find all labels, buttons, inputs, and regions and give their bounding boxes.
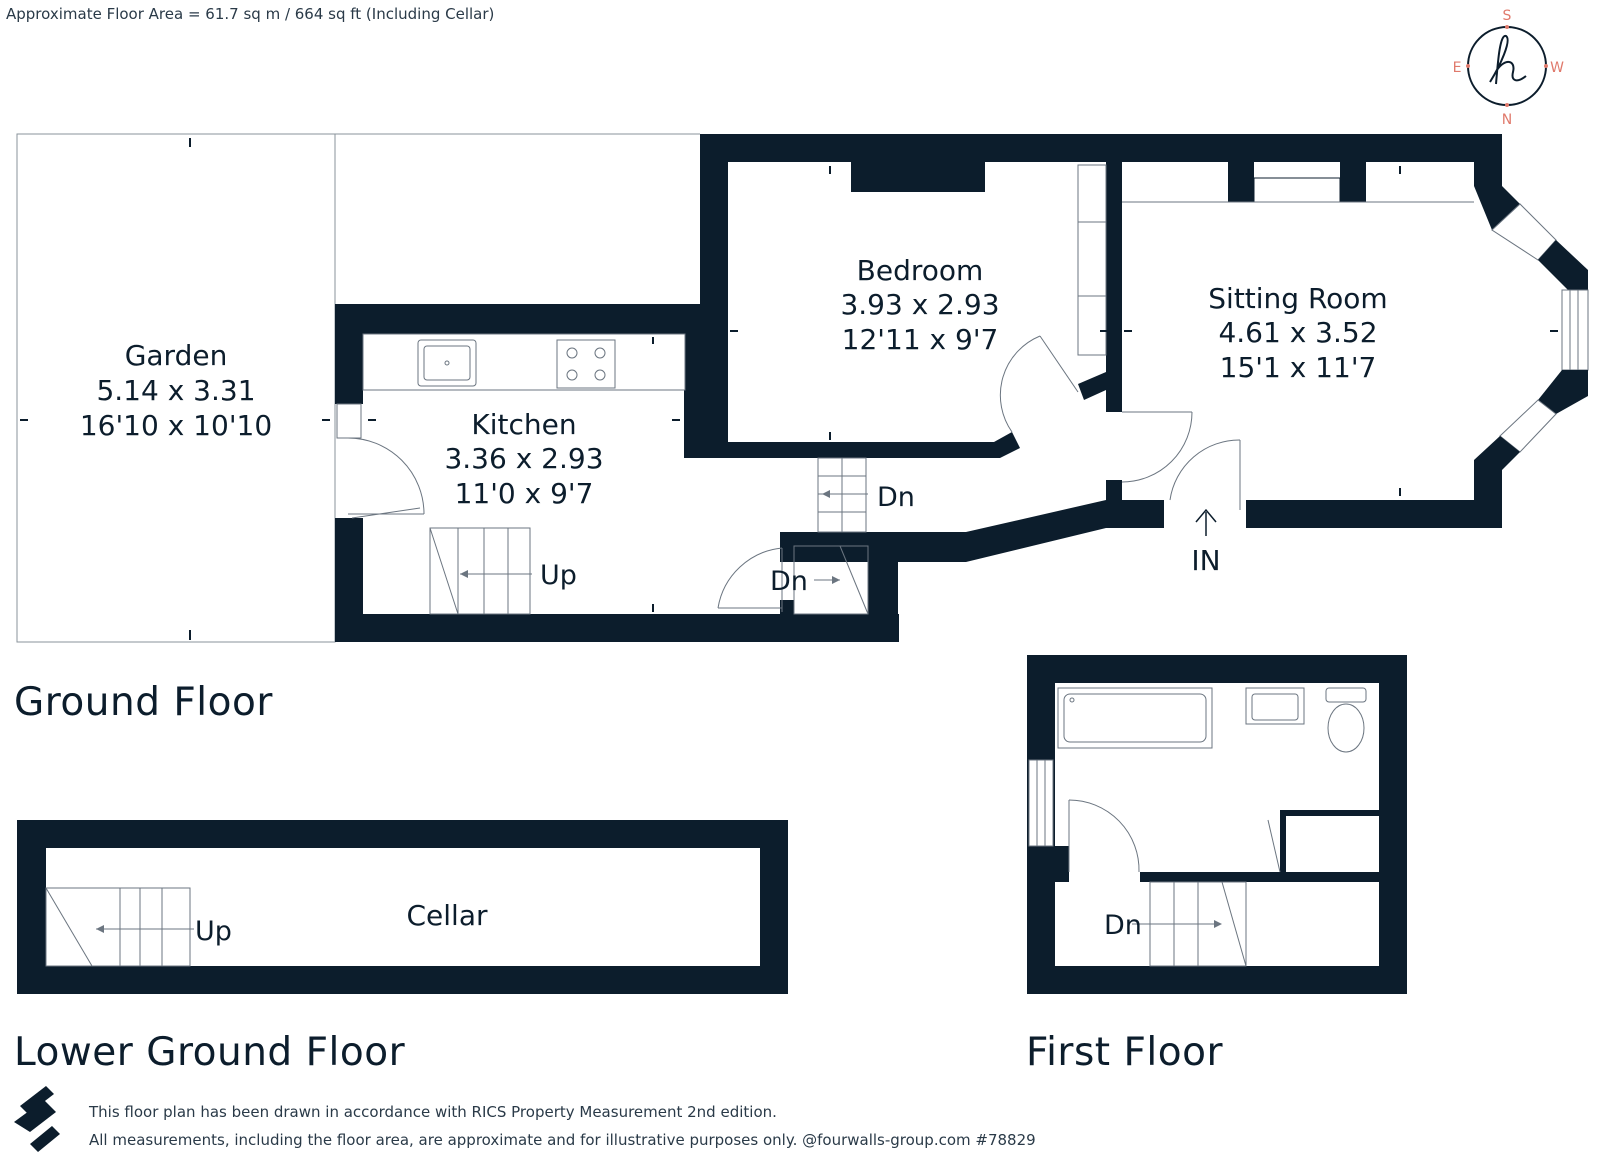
- first-floor-plan: Dn: [1027, 655, 1407, 994]
- first-floor-stairs-icon: [1132, 881, 1247, 967]
- hob-icon: [556, 339, 616, 389]
- bedroom-imperial: 12'11 x 9'7: [842, 323, 999, 356]
- sitting-metric: 4.61 x 3.52: [1218, 316, 1377, 349]
- garden-name: Garden: [125, 339, 228, 372]
- disclaimer-line1: This floor plan has been drawn in accord…: [89, 1103, 777, 1121]
- bedroom-metric: 3.93 x 2.93: [840, 288, 999, 321]
- garden-metric: 5.14 x 3.31: [96, 374, 255, 407]
- kitchen-name: Kitchen: [471, 408, 576, 441]
- toilet-icon: [1325, 687, 1367, 753]
- lower-ground-floor-title: Lower Ground Floor: [14, 1030, 406, 1075]
- disclaimer-line2: All measurements, including the floor ar…: [89, 1131, 1036, 1149]
- sitting-room-label: Sitting Room 4.61 x 3.52 15'1 x 11'7: [1208, 282, 1387, 384]
- kitchen-label: Kitchen 3.36 x 2.93 11'0 x 9'7: [444, 408, 603, 510]
- garden-label: Garden 5.14 x 3.31 16'10 x 10'10: [80, 339, 272, 442]
- fourwalls-logo-icon: [14, 1086, 60, 1152]
- compass-w: W: [1550, 60, 1564, 76]
- bedroom-label: Bedroom 3.93 x 2.93 12'11 x 9'7: [840, 254, 999, 356]
- cellar-name: Cellar: [406, 899, 487, 932]
- cellar-up-label: Up: [195, 916, 232, 947]
- floor-area-text: Approximate Floor Area = 61.7 sq m / 664…: [6, 5, 495, 23]
- first-dn-label: Dn: [1104, 910, 1142, 941]
- lower-ground-floor-plan: Up Cellar: [17, 820, 788, 994]
- ground-floor-plan: Garden 5.14 x 3.31 16'10 x 10'10 Bedroom…: [16, 133, 1589, 643]
- cellar-stairs-icon: [45, 887, 194, 967]
- bedroom-name: Bedroom: [857, 254, 984, 287]
- stairs-up-icon: [429, 527, 532, 615]
- kitchen-dn-label: Dn: [770, 566, 808, 597]
- logo-h-icon: [1489, 35, 1527, 85]
- stairs-up-label: Up: [540, 560, 577, 591]
- sitting-name: Sitting Room: [1208, 282, 1387, 315]
- entrance-arrow-icon: [1195, 508, 1217, 536]
- compass-e: E: [1453, 60, 1462, 76]
- sitting-imperial: 15'1 x 11'7: [1220, 351, 1377, 384]
- hall-dn-label: Dn: [877, 482, 915, 513]
- kitchen-imperial: 11'0 x 9'7: [455, 477, 594, 510]
- first-floor-title: First Floor: [1026, 1030, 1223, 1075]
- compass-s: S: [1503, 8, 1512, 24]
- compass-n: N: [1502, 112, 1512, 128]
- entrance-label: IN: [1191, 544, 1220, 577]
- ground-floor-title: Ground Floor: [14, 680, 273, 725]
- compass-logo: S E W N: [1453, 8, 1565, 128]
- garden-imperial: 16'10 x 10'10: [80, 409, 272, 442]
- kitchen-metric: 3.36 x 2.93: [444, 442, 603, 475]
